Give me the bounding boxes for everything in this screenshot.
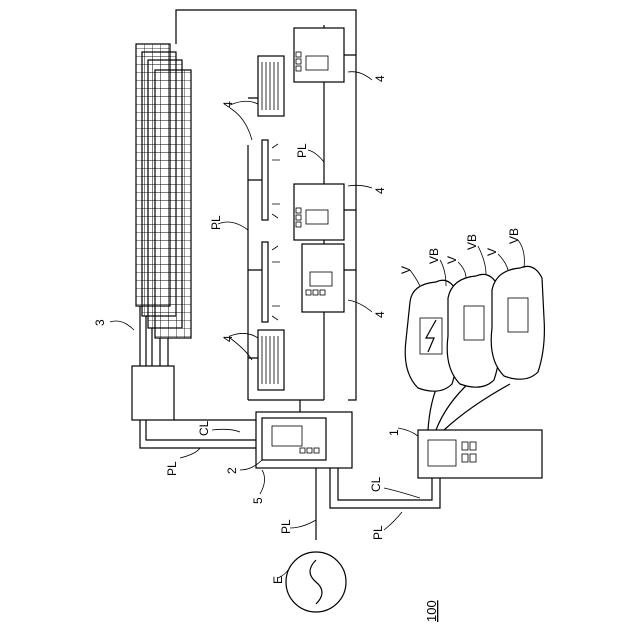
heater-top [258, 56, 284, 116]
power-conditioner [132, 366, 174, 420]
heater-bottom [258, 330, 284, 390]
solar-panel-array [136, 44, 191, 366]
label-4-appliance-middle: 4 [373, 187, 387, 194]
label-1: 1 [387, 429, 401, 436]
appliance-top [294, 28, 344, 82]
label-cl-left: CL [197, 420, 211, 436]
label-v2: V [445, 256, 459, 264]
label-3: 3 [93, 319, 107, 326]
label-4-heater-top: 4 [221, 101, 235, 108]
vehicle-3 [491, 266, 544, 379]
charger-unit [418, 430, 542, 478]
distribution-board [262, 418, 326, 460]
label-pl-right-bottom: PL [371, 525, 385, 540]
label-vb1: VB [427, 248, 441, 264]
label-e: E [271, 576, 285, 584]
appliance-lower [302, 244, 344, 312]
label-4-heater-bottom: 4 [221, 335, 235, 342]
lamp-top [262, 140, 280, 220]
appliance-middle [294, 184, 344, 240]
label-5: 5 [251, 497, 265, 504]
label-v1: V [399, 266, 413, 274]
label-v3: V [485, 248, 499, 256]
label-vb3: VB [507, 228, 521, 244]
figure-number: 100 [424, 600, 439, 622]
label-pl-left: PL [165, 461, 179, 476]
solar-panel-4 [155, 70, 191, 338]
label-4-appliance-top: 4 [373, 75, 387, 82]
label-cl-right: CL [369, 476, 383, 492]
label-4-appliance-lower: 4 [373, 311, 387, 318]
label-2: 2 [225, 467, 239, 474]
ac-power-source [286, 552, 346, 612]
lamp-bottom [262, 242, 280, 322]
label-pl-lamps: PL [209, 215, 223, 230]
label-vb2: VB [465, 234, 479, 250]
label-pl-grid: PL [279, 519, 293, 534]
label-pl-right: PL [295, 143, 309, 158]
